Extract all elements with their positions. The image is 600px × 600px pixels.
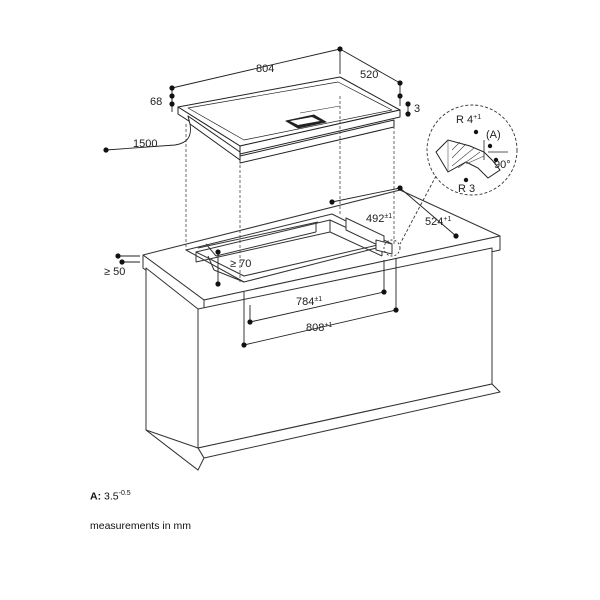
label-radius-top: R 4+1 <box>456 114 481 126</box>
units-note: measurements in mm <box>90 520 191 532</box>
cooktop-glass-inset <box>187 81 393 141</box>
label-radius-bottom: R 3 <box>458 183 475 195</box>
projection-lines <box>185 96 395 282</box>
label-hob-height: 68 <box>150 96 162 108</box>
label-hob-width: 804 <box>256 63 274 75</box>
label-hob-depth: 520 <box>360 69 378 81</box>
label-a: (A) <box>486 129 501 141</box>
label-angle: 90° <box>494 159 511 171</box>
tolerance-sup: -0.5 <box>118 490 131 497</box>
tolerance-note: A: 3.5-0.5 <box>90 490 131 503</box>
label-rear-distance: 524+1 <box>425 216 451 228</box>
tolerance-label: A: <box>90 490 102 503</box>
label-cable-length: 1500 <box>133 138 157 150</box>
tolerance-value: 3.5 <box>104 490 119 503</box>
label-cutout-depth: 492±1 <box>366 213 392 225</box>
label-hob-edge: 3 <box>414 103 420 115</box>
cooktop-side-edge <box>239 109 401 155</box>
edge-profile <box>435 139 501 179</box>
edge-detail <box>383 104 518 257</box>
label-cutout-width-inner: 784±1 <box>296 296 322 308</box>
label-front-clearance: ≥ 70 <box>230 258 251 270</box>
cabinet-plinth-front <box>145 429 205 471</box>
worktop-cutout <box>185 213 393 283</box>
dimension-lines <box>105 48 457 346</box>
cooktop <box>177 76 401 164</box>
dimension-labels: 804 520 68 3 1500 492±1 524+1 784±1 808+… <box>104 63 511 334</box>
label-worktop-thickness: ≥ 50 <box>104 266 125 278</box>
label-cutout-width-outer: 808+1 <box>306 322 332 334</box>
dimension-dots <box>103 46 459 348</box>
